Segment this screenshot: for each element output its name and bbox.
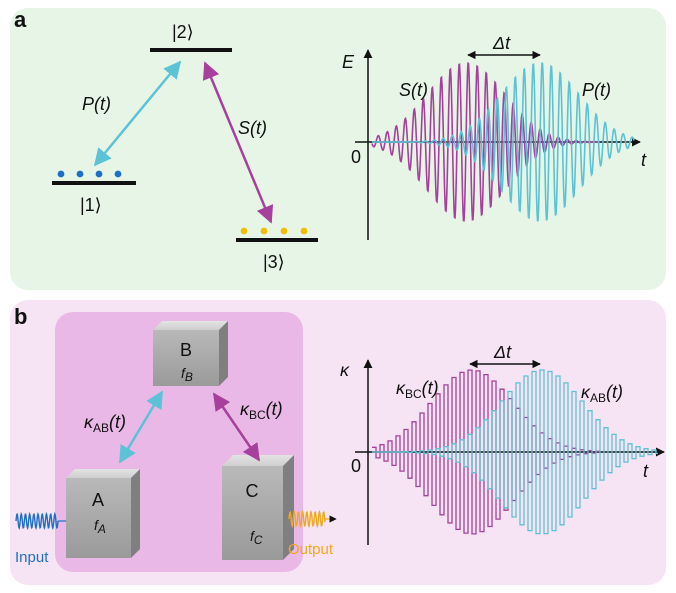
plot-b-origin: 0: [351, 456, 361, 476]
resonator-b-name: B: [180, 340, 192, 360]
plot-a-y-label: E: [342, 52, 355, 72]
plot-a-x-label: t: [641, 150, 647, 170]
input-signal-wave: [15, 511, 59, 531]
resonator-a-name: A: [92, 490, 104, 510]
resonator-b: B fB: [153, 321, 228, 386]
level-3-label: |3⟩: [263, 252, 285, 272]
level-2-label: |2⟩: [172, 22, 194, 42]
plot-b-series-bc-label: κBC(t): [396, 378, 439, 401]
plot-a-series-p-label: P(t): [582, 80, 611, 100]
coupling-ab-arrow: [118, 390, 164, 464]
resonator-c-freq: fC: [250, 528, 263, 547]
panel-b-label: b: [14, 304, 27, 329]
resonator-a: A fA: [66, 469, 140, 558]
stokes-transition-arrow: [202, 61, 274, 224]
level-1-label: |1⟩: [80, 195, 102, 215]
resonator-c-name: C: [246, 481, 259, 501]
coupling-bc-arrow: [212, 392, 261, 462]
level-1-population: [57, 170, 122, 178]
plot-a-origin: 0: [351, 147, 361, 167]
pump-label: P(t): [82, 94, 111, 114]
input-label: Input: [15, 549, 49, 566]
resonator-c: C fC: [222, 455, 294, 560]
level-3-population: [240, 227, 308, 235]
output-label: Output: [288, 541, 334, 558]
pump-transition-arrow: [93, 60, 182, 167]
pump-waveform: [372, 62, 635, 222]
plot-b-x-label: t: [643, 461, 649, 481]
plot-a: E 0 t Δt S(t) P(t): [342, 33, 647, 240]
stokes-label: S(t): [238, 118, 267, 138]
plot-a-delay-label: Δt: [492, 33, 511, 53]
panel-a-label: a: [14, 7, 27, 32]
resonator-a-freq: fA: [94, 517, 106, 536]
plot-b-series-ab-label: κAB(t): [581, 382, 623, 405]
coupling-ab-label: κAB(t): [84, 412, 126, 435]
plot-b: κ 0 t Δt κBC(t) κAB(t): [340, 342, 665, 545]
resonator-b-freq: fB: [181, 365, 193, 384]
plot-a-series-s-label: S(t): [399, 80, 428, 100]
plot-b-y-label: κ: [340, 360, 350, 380]
output-signal-wave: [288, 509, 326, 529]
kappa-ab-waveform: [372, 369, 658, 535]
plot-b-delay-label: Δt: [493, 342, 512, 362]
coupling-bc-label: κBC(t): [240, 399, 283, 422]
